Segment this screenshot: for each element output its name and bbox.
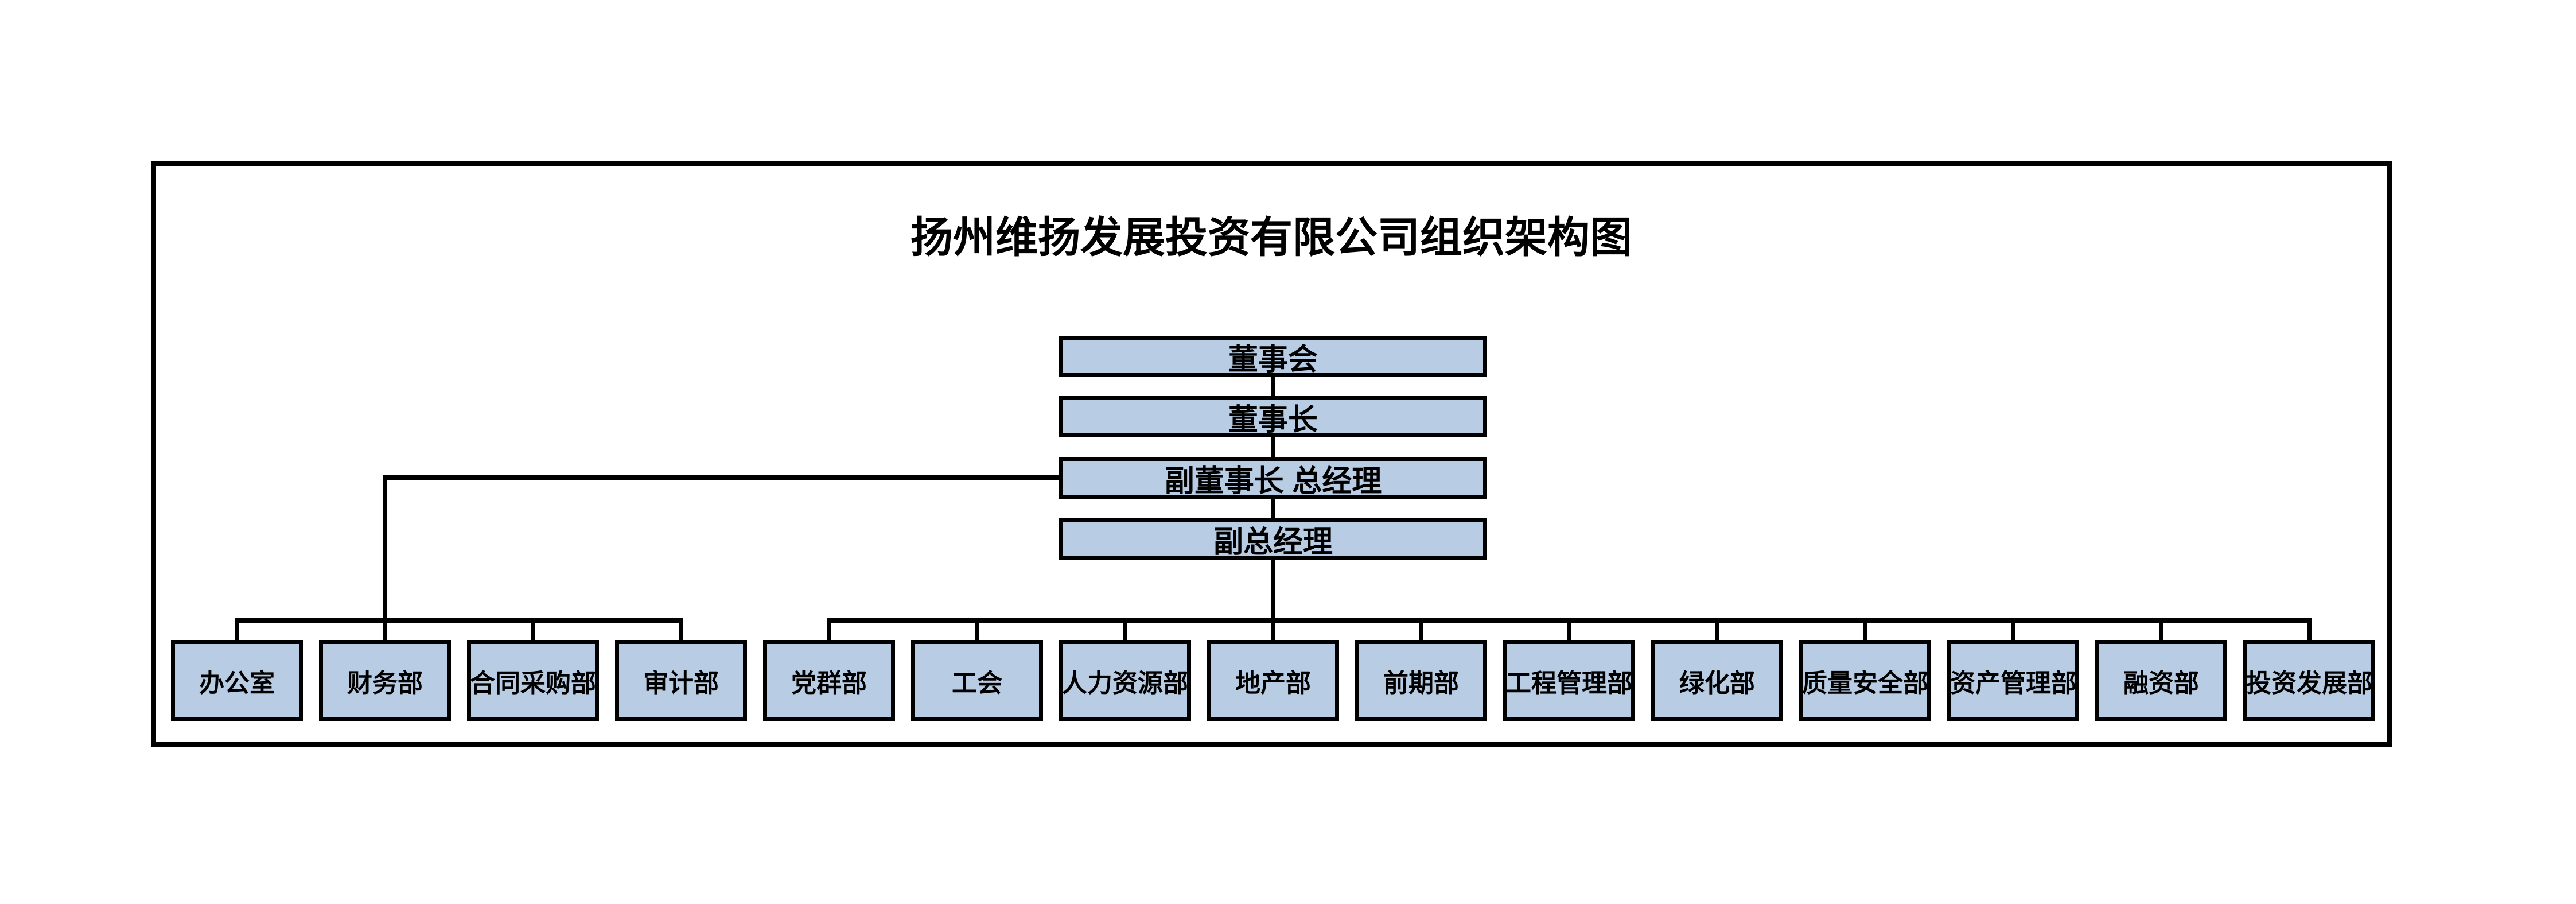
connector-stub — [1123, 618, 1127, 643]
dept-box: 质量安全部 — [1799, 640, 1931, 721]
chart-border — [151, 161, 2392, 747]
connector-branch-left-horizontal — [385, 475, 1059, 480]
dept-box: 地产部 — [1207, 640, 1339, 721]
dept-box: 绿化部 — [1651, 640, 1783, 721]
connector-branch-left-vertical — [383, 475, 387, 642]
connector-stub — [235, 618, 239, 643]
connector-stub — [1419, 618, 1423, 643]
connector-stub — [1271, 618, 1275, 643]
connector-stub — [975, 618, 979, 643]
dept-box: 工会 — [911, 640, 1043, 721]
dept-box: 办公室 — [171, 640, 303, 721]
dept-box: 投资发展部 — [2243, 640, 2375, 721]
dept-box: 审计部 — [615, 640, 747, 721]
connector-stub — [1567, 618, 1571, 643]
org-box-board: 董事会 — [1059, 336, 1487, 377]
connector-stub — [679, 618, 683, 643]
dept-box: 前期部 — [1355, 640, 1487, 721]
connector-stub — [383, 618, 387, 643]
dept-box: 合同采购部 — [467, 640, 599, 721]
org-box-vice-chairman-gm: 副董事长 总经理 — [1059, 457, 1487, 499]
dept-box: 工程管理部 — [1503, 640, 1635, 721]
dept-box: 人力资源部 — [1059, 640, 1191, 721]
connector-stub — [827, 618, 831, 643]
connector-stub — [2159, 618, 2163, 643]
dept-box: 财务部 — [319, 640, 451, 721]
connector-rail-left — [235, 618, 683, 623]
chart-title: 扬州维扬发展投资有限公司组织架构图 — [910, 215, 1632, 262]
org-box-chairman: 董事长 — [1059, 396, 1487, 437]
connector-stub — [2011, 618, 2015, 643]
connector-stub — [2307, 618, 2312, 643]
connector-stub — [1863, 618, 1867, 643]
org-box-deputy-gm: 副总经理 — [1059, 518, 1487, 560]
dept-box: 党群部 — [763, 640, 895, 721]
dept-box: 融资部 — [2095, 640, 2227, 721]
connector-stub — [1715, 618, 1719, 643]
dept-box: 资产管理部 — [1947, 640, 2079, 721]
connector-stub — [531, 618, 535, 643]
